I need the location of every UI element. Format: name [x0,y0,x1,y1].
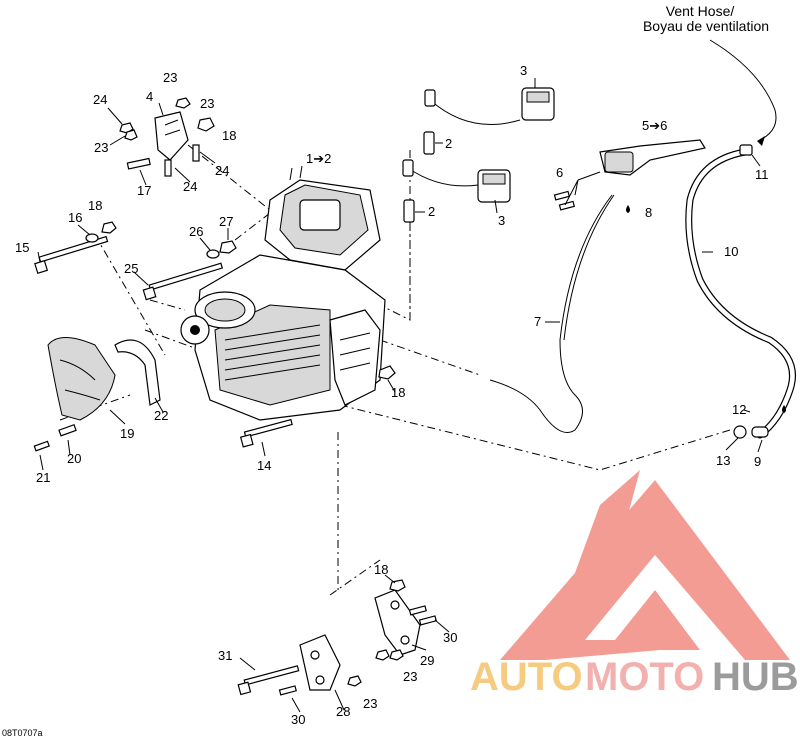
label-leaders [37,78,763,713]
part-label-15: 15 [15,240,29,255]
part-number-labels: 1➔2 2 2 3 3 4 5➔6 6 7 8 9 10 11 12 13 14… [15,63,769,727]
part-label-27: 27 [219,214,233,229]
part-label-2: 2 [428,204,435,219]
part-label-18: 18 [374,562,388,577]
part-label-20: 20 [67,451,81,466]
bolts-and-fasteners [33,97,396,452]
throttle-assembly [489,139,706,433]
part-label-8: 8 [645,205,652,220]
watermark-logo-icon [500,470,790,660]
part-label-10: 10 [724,244,738,259]
timing-cover-parts [47,337,161,421]
part-label-22: 22 [154,408,168,423]
engine-mount-brackets [237,579,437,696]
vent-hose [685,39,796,439]
diagram-code: 08T0707a [2,728,43,738]
part-label-29: 29 [420,653,434,668]
part-label-23: 23 [363,696,377,711]
engine-assembly [180,165,386,421]
part-label-18: 18 [391,385,405,400]
part-label-25: 25 [124,261,138,276]
part-label-21: 21 [36,470,50,485]
vent-hose-note: Vent Hose/ Boyau de ventilation [643,3,769,34]
part-label-9: 9 [754,454,761,469]
part-label-30: 30 [291,712,305,727]
part-label-16: 16 [68,210,82,225]
watermark-brand-auto: AUTO [470,655,583,699]
part-label-4: 4 [146,89,153,104]
part-label-7: 7 [534,314,541,329]
part-label-26: 26 [189,224,203,239]
part-label-23: 23 [403,669,417,684]
part-label-6: 6 [556,165,563,180]
part-label-17: 17 [137,183,151,198]
part-label-19: 19 [120,426,134,441]
part-label-24: 24 [215,163,229,178]
part-label-3: 3 [520,63,527,78]
part-label-13: 13 [716,453,730,468]
ignition-parts [402,87,555,223]
part-label-23: 23 [163,70,177,85]
part-label-3: 3 [498,213,505,228]
part-label-23: 23 [200,96,214,111]
part-label-12: 12 [732,402,746,417]
part-label-14: 14 [257,458,271,473]
part-label-30: 30 [443,630,457,645]
part-label-1: 1➔2 [306,151,331,166]
automotohub-watermark: AUTO MOTO HUB [470,470,799,699]
part-label-5: 5➔6 [642,118,667,133]
part-label-18: 18 [88,198,102,213]
part-label-28: 28 [336,704,350,719]
part-label-31: 31 [218,648,232,663]
part-label-2: 2 [445,136,452,151]
watermark-brand-moto: MOTO [585,655,704,699]
part-label-23: 23 [94,140,108,155]
part-label-18: 18 [222,128,236,143]
watermark-brand-hub: HUB [712,655,799,699]
vent-hose-note-line2: Boyau de ventilation [643,18,769,34]
part-label-11: 11 [755,167,769,182]
vent-hose-note-line1: Vent Hose/ [666,3,735,19]
part-label-24: 24 [183,179,197,194]
part-label-24: 24 [93,92,107,107]
